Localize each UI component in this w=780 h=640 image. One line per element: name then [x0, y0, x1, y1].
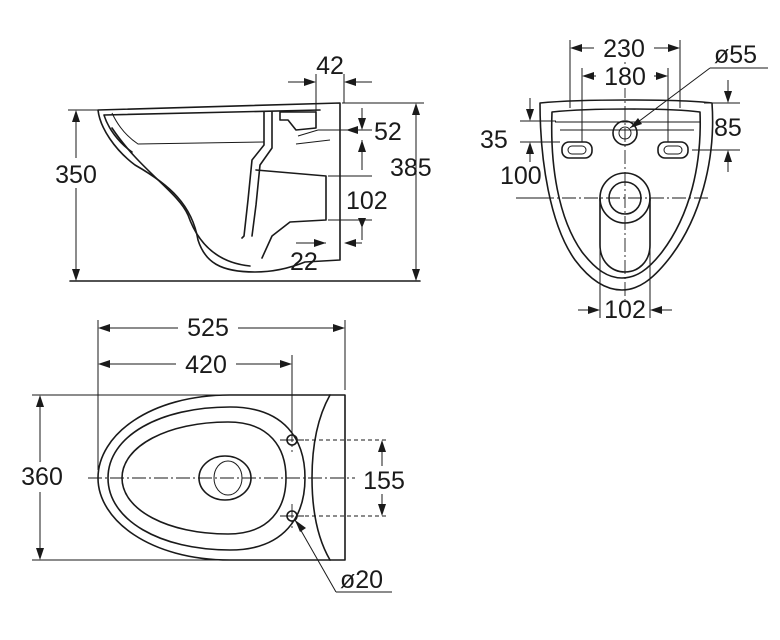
side-rim-inner — [103, 109, 321, 153]
rear-shell-inner — [550, 108, 702, 279]
dim-label-inlet-diameter: ø55 — [714, 41, 757, 69]
top-view: 525 420 360 155 — [16, 314, 412, 594]
side-bowl-outline — [97, 102, 341, 273]
dim-label-420: 420 — [185, 351, 227, 379]
dim-102-rear: 102 — [578, 250, 672, 324]
dim-label-35: 35 — [480, 126, 508, 154]
dim-bolt-diameter: ø20 — [294, 519, 392, 594]
side-view: 350 385 42 52 — [50, 52, 432, 282]
dim-100: 100 — [500, 162, 548, 199]
dim-label-85: 85 — [714, 114, 742, 142]
dim-52: 52 — [318, 108, 402, 170]
dim-label-385: 385 — [390, 154, 432, 182]
dim-525: 525 — [97, 314, 346, 470]
top-bowl-inner — [121, 421, 287, 535]
dim-label-52: 52 — [374, 118, 402, 146]
dim-102-side: 102 — [328, 175, 388, 221]
dim-360: 360 — [16, 394, 228, 561]
rear-view: 230 180 ø55 35 — [480, 35, 768, 324]
dim-label-102-rear: 102 — [604, 296, 646, 324]
dim-35: 35 — [480, 98, 560, 162]
rear-fixing-right — [657, 141, 689, 159]
top-rim — [107, 394, 331, 561]
rear-shell-outer — [539, 99, 714, 291]
dim-inlet-diameter: ø55 — [629, 41, 768, 129]
dim-22: 22 — [290, 218, 366, 276]
dim-label-bolt-diameter: ø20 — [340, 566, 383, 594]
dim-label-230: 230 — [603, 35, 645, 63]
dim-label-360: 360 — [21, 463, 63, 491]
side-rear-channel — [241, 111, 327, 259]
dim-label-180: 180 — [604, 63, 646, 91]
dim-label-22: 22 — [290, 248, 318, 276]
side-bowl-inner — [111, 127, 251, 267]
dim-label-350: 350 — [55, 161, 97, 189]
dim-label-155: 155 — [363, 467, 405, 495]
dim-label-100: 100 — [500, 162, 542, 190]
dim-label-42: 42 — [316, 52, 344, 80]
dim-label-525: 525 — [187, 314, 229, 342]
dim-230: 230 — [569, 35, 681, 108]
dim-155: 155 — [356, 440, 412, 516]
dim-420: 420 — [98, 350, 293, 430]
dim-label-102-side: 102 — [346, 187, 388, 215]
rear-fixing-left — [561, 141, 593, 159]
dim-385: 385 — [342, 102, 432, 281]
dim-350: 350 — [50, 109, 102, 281]
dim-180: 180 — [581, 63, 669, 142]
dim-42: 42 — [288, 52, 372, 112]
top-outline — [97, 394, 346, 561]
dim-85: 85 — [692, 80, 742, 172]
